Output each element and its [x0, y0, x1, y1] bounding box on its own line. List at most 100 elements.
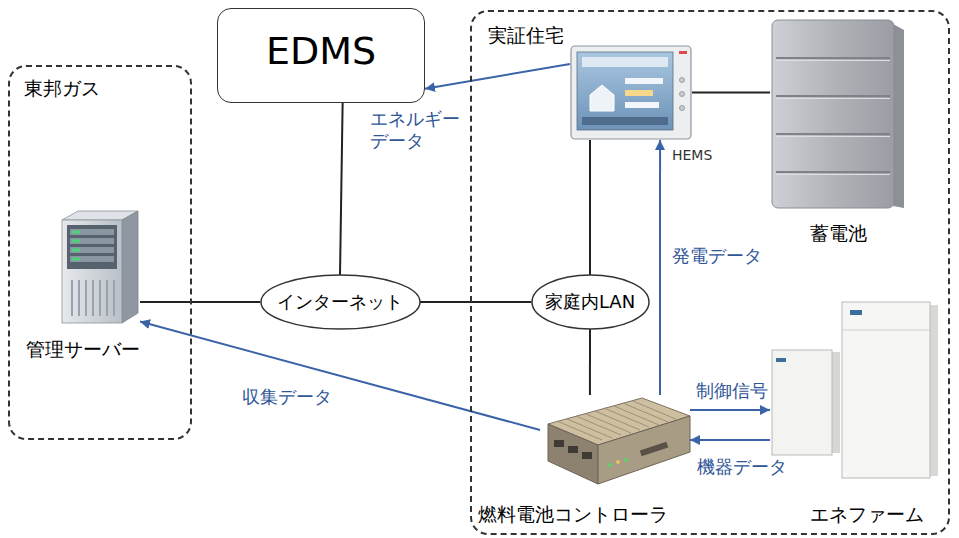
edge-label: エネルギー データ [368, 108, 467, 151]
node-label: HEMS [672, 147, 712, 164]
node-label: エネファーム [810, 503, 924, 526]
data-arrow [425, 64, 570, 89]
hems-panel-part [590, 85, 614, 111]
node-label: EDMS [218, 29, 424, 75]
server-icon-part [106, 280, 108, 316]
network-ellipse: インターネット [260, 274, 421, 330]
controller-node: 燃料電池コントローラ [540, 395, 690, 495]
controller-device [548, 398, 690, 484]
hems-panel-part [679, 51, 687, 54]
controller-device-part [598, 416, 690, 484]
hems-panel-part [680, 78, 685, 83]
server-icon-part [72, 258, 80, 261]
battery-unit-part [776, 133, 890, 135]
enefarm-unit-part [930, 305, 938, 476]
controller-device-part [640, 442, 668, 456]
edge-label: 制御信号 [694, 380, 770, 402]
server-node: 管理サーバー [60, 210, 140, 325]
server-icon-part [85, 280, 87, 316]
lan-ellipse: 家庭内LAN [531, 274, 650, 330]
server-icon-part [72, 231, 80, 234]
network-line [692, 91, 770, 93]
enefarm-unit-part [842, 330, 930, 331]
hems-panel-part [577, 52, 673, 130]
battery-unit-part [776, 136, 890, 137]
hems-panel-part [625, 78, 663, 84]
battery-unit [772, 20, 904, 208]
server-icon-part [70, 238, 114, 244]
hems-panel-part [680, 106, 685, 111]
battery-unit-part [772, 20, 894, 208]
node-label: 管理サーバー [26, 338, 140, 361]
battery-node: 蓄電池 [770, 18, 905, 210]
hems-node: HEMS [570, 45, 692, 140]
network-line [420, 301, 532, 303]
server-icon-part [72, 249, 80, 252]
battery-unit-part [776, 60, 890, 61]
server-icon-part [92, 280, 94, 316]
battery-unit-part [893, 24, 904, 208]
battery-unit-part [776, 57, 890, 59]
hems-panel-part [680, 92, 685, 97]
battery-unit-part [776, 98, 890, 99]
hems-panel-part [625, 102, 659, 108]
data-arrow [140, 322, 540, 430]
server-icon-part [67, 225, 117, 269]
edge-label: 発電データ [670, 245, 764, 267]
enefarm-node: エネファーム [770, 300, 940, 480]
enefarm-unit-part [772, 350, 832, 455]
node-label: 実証住宅 [488, 24, 948, 47]
server-icon-part [113, 280, 115, 316]
battery-unit-part [776, 95, 890, 97]
node-label: インターネット [277, 291, 403, 313]
server-icon-part [72, 240, 80, 243]
server-icon [62, 211, 138, 323]
enefarm-unit-part [850, 310, 862, 315]
enefarm-unit-part [842, 302, 930, 478]
server-icon-part [70, 247, 114, 253]
server-icon-part [62, 220, 122, 323]
data-arrow [690, 439, 770, 441]
controller-device-part [608, 463, 612, 467]
network-line [589, 329, 591, 395]
network-line [589, 140, 591, 275]
network-line [140, 301, 261, 303]
edge-label: 機器データ [695, 456, 789, 478]
network-line [340, 103, 343, 275]
server-icon-part [70, 229, 114, 235]
ellipse-shape [532, 275, 649, 329]
data-arrow [690, 409, 770, 411]
hems-panel-part [582, 57, 668, 67]
controller-device-part [548, 424, 598, 484]
node-label: 東邦ガス [24, 77, 190, 100]
system-box: EDMS [217, 8, 425, 103]
data-arrow [659, 140, 661, 395]
hems-panel-part [582, 117, 668, 125]
hems-panel-part [571, 46, 691, 139]
edge-label: 収集データ [240, 386, 334, 408]
controller-device-part [568, 446, 578, 453]
server-icon-part [122, 211, 138, 323]
controller-device-part [616, 460, 620, 464]
server-icon-part [71, 280, 73, 316]
server-icon-part [70, 256, 114, 262]
enefarm-unit-part [832, 352, 840, 453]
ellipse-shape [261, 275, 420, 329]
server-icon-part [78, 280, 80, 316]
controller-device-part [633, 401, 678, 420]
controller-device-part [554, 440, 564, 447]
hems-panel-part [625, 90, 653, 96]
controller-device-part [624, 458, 628, 462]
enefarm-unit-part [776, 358, 786, 362]
controller-device-part [582, 452, 592, 459]
server-icon-part [99, 280, 101, 316]
battery-unit-part [776, 174, 890, 175]
company-region: 東邦ガス管理サーバー [8, 65, 192, 440]
node-label: 燃料電池コントローラ [478, 503, 668, 526]
battery-unit-part [776, 171, 890, 173]
enefarm-unit [772, 302, 938, 478]
hems-panel [571, 46, 691, 139]
